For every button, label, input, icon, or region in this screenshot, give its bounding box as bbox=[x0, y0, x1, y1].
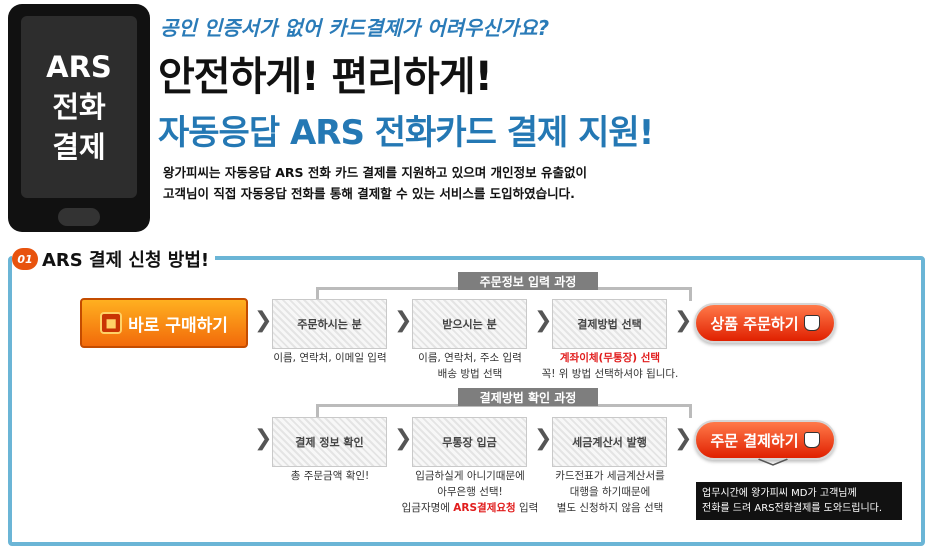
hand-pointer-icon bbox=[803, 432, 820, 448]
step-orderer-note-line-1: 이름, 연락처, 이메일 입력 bbox=[273, 352, 387, 364]
step-bank-deposit: 무통장 입금 bbox=[412, 417, 527, 467]
step-orderer-note: 이름, 연락처, 이메일 입력 bbox=[255, 350, 405, 366]
chevron-right-icon: ❯ bbox=[674, 426, 693, 451]
note-ars-request: ARS결제요청 bbox=[453, 502, 516, 514]
buy-now-label: 바로 구매하기 bbox=[128, 315, 228, 336]
product-order-button[interactable]: 상품 주문하기 bbox=[694, 303, 836, 343]
step-recipient-note-line-1: 이름, 연락처, 주소 입력 bbox=[418, 352, 522, 364]
step-payment-note-line-1: 계좌이체(무통장) 선택 bbox=[559, 352, 661, 364]
chevron-right-icon: ❯ bbox=[674, 308, 693, 333]
step-tax-invoice-note-line-1: 카드전표가 세금계산서를 bbox=[555, 470, 665, 482]
phone-home-button bbox=[58, 208, 100, 226]
step-bank-deposit-note-line-3: 입금자명에 ARS결제요청 입력 bbox=[395, 500, 545, 516]
phone-text-pay: 결제 bbox=[52, 130, 106, 164]
step-payment-info-note-line-1: 총 주문금액 확인! bbox=[290, 470, 370, 482]
chevron-right-icon: ❯ bbox=[534, 426, 553, 451]
step-bank-deposit-note-line-1: 입금하실게 아니기때문에 bbox=[415, 470, 525, 482]
headline-main: 안전하게! 편리하게! bbox=[158, 54, 493, 100]
step-recipient-title: 받으시는 분 bbox=[442, 318, 497, 331]
step-bank-deposit-title: 무통장 입금 bbox=[442, 436, 497, 449]
step-recipient: 받으시는 분 bbox=[412, 299, 527, 349]
phone-graphic: ARS 전화 결제 bbox=[8, 4, 150, 232]
section-number-badge: 01 bbox=[12, 248, 38, 270]
chevron-right-icon: ❯ bbox=[254, 426, 273, 451]
step-tax-invoice-note-line-3: 별도 신청하지 않음 선택 bbox=[556, 502, 664, 514]
chevron-right-icon: ❯ bbox=[534, 308, 553, 333]
step-payment-note: 계좌이체(무통장) 선택 꼭! 위 방법 선택하셔야 됩니다. bbox=[535, 350, 685, 382]
hand-pointer-icon bbox=[803, 315, 820, 331]
chevron-right-icon: ❯ bbox=[394, 426, 413, 451]
md-call-info-box: 업무시간에 왕가피씨 MD가 고객님께 전화를 드려 ARS전화결제를 도와드립… bbox=[696, 482, 902, 520]
gift-box-icon: ■ bbox=[100, 312, 123, 334]
section-title: ARS 결제 신청 방법! bbox=[42, 250, 210, 271]
step-recipient-note-line-2: 배송 방법 선택 bbox=[437, 368, 503, 380]
order-payment-label: 주문 결제하기 bbox=[710, 431, 799, 450]
service-description: 왕가피씨는 자동응답 ARS 전화 카드 결제를 지원하고 있으며 개인정보 유… bbox=[163, 162, 587, 204]
order-payment-button[interactable]: 주문 결제하기 bbox=[694, 420, 836, 460]
description-line-1: 왕가피씨는 자동응답 ARS 전화 카드 결제를 지원하고 있으며 개인정보 유… bbox=[163, 165, 587, 180]
step-payment-method-title: 결제방법 선택 bbox=[577, 318, 642, 331]
chevron-right-icon: ❯ bbox=[254, 308, 273, 333]
phone-text-call: 전화 bbox=[52, 90, 106, 124]
row1-process-label: 주문정보 입력 과정 bbox=[458, 272, 598, 290]
step-orderer: 주문하시는 분 bbox=[272, 299, 387, 349]
step-tax-invoice: 세금계산서 발행 bbox=[552, 417, 667, 467]
step-tax-invoice-note-line-2: 대행을 하기때문에 bbox=[569, 486, 651, 498]
step-tax-invoice-title: 세금계산서 발행 bbox=[572, 436, 647, 449]
step-payment-info: 결제 정보 확인 bbox=[272, 417, 387, 467]
row2-bracket bbox=[316, 404, 692, 418]
step-payment-info-note: 총 주문금액 확인! bbox=[255, 468, 405, 484]
row2-process-label: 결제방법 확인 과정 bbox=[458, 388, 598, 406]
chevron-down-icon: ﹀ bbox=[757, 456, 789, 480]
step-tax-invoice-note: 카드전표가 세금계산서를 대행을 하기때문에 별도 신청하지 않음 선택 bbox=[535, 468, 685, 516]
step-orderer-title: 주문하시는 분 bbox=[297, 318, 362, 331]
info-line-2: 전화를 드려 ARS전화결제를 도와드립니다. bbox=[702, 503, 883, 514]
step-payment-note-line-2: 꼭! 위 방법 선택하셔야 됩니다. bbox=[541, 368, 679, 380]
step-payment-method: 결제방법 선택 bbox=[552, 299, 667, 349]
product-order-label: 상품 주문하기 bbox=[710, 314, 799, 333]
step-recipient-note: 이름, 연락처, 주소 입력 배송 방법 선택 bbox=[395, 350, 545, 382]
note-depositor-prefix: 입금자명에 bbox=[401, 502, 454, 514]
chevron-right-icon: ❯ bbox=[394, 308, 413, 333]
note-depositor-suffix: 입력 bbox=[515, 502, 539, 514]
headline-ars-support: 자동응답 ARS 전화카드 결제 지원! bbox=[158, 113, 654, 153]
phone-text-ars: ARS bbox=[46, 50, 112, 84]
step-bank-deposit-note-line-2: 아무은행 선택! bbox=[437, 486, 503, 498]
section-heading: 01 ARS 결제 신청 방법! bbox=[12, 246, 216, 272]
description-line-2: 고객님이 직접 자동응답 전화를 통해 결제할 수 있는 서비스를 도입하였습니… bbox=[163, 186, 575, 201]
headline-question: 공인 인증서가 없어 카드결제가 어려우신가요? bbox=[160, 16, 550, 40]
phone-screen: ARS 전화 결제 bbox=[21, 16, 137, 198]
info-line-1: 업무시간에 왕가피씨 MD가 고객님께 bbox=[702, 488, 857, 499]
step-payment-info-title: 결제 정보 확인 bbox=[295, 436, 364, 449]
buy-now-button[interactable]: ■ 바로 구매하기 bbox=[80, 298, 248, 348]
step-bank-deposit-note: 입금하실게 아니기때문에 아무은행 선택! 입금자명에 ARS결제요청 입력 bbox=[395, 468, 545, 516]
